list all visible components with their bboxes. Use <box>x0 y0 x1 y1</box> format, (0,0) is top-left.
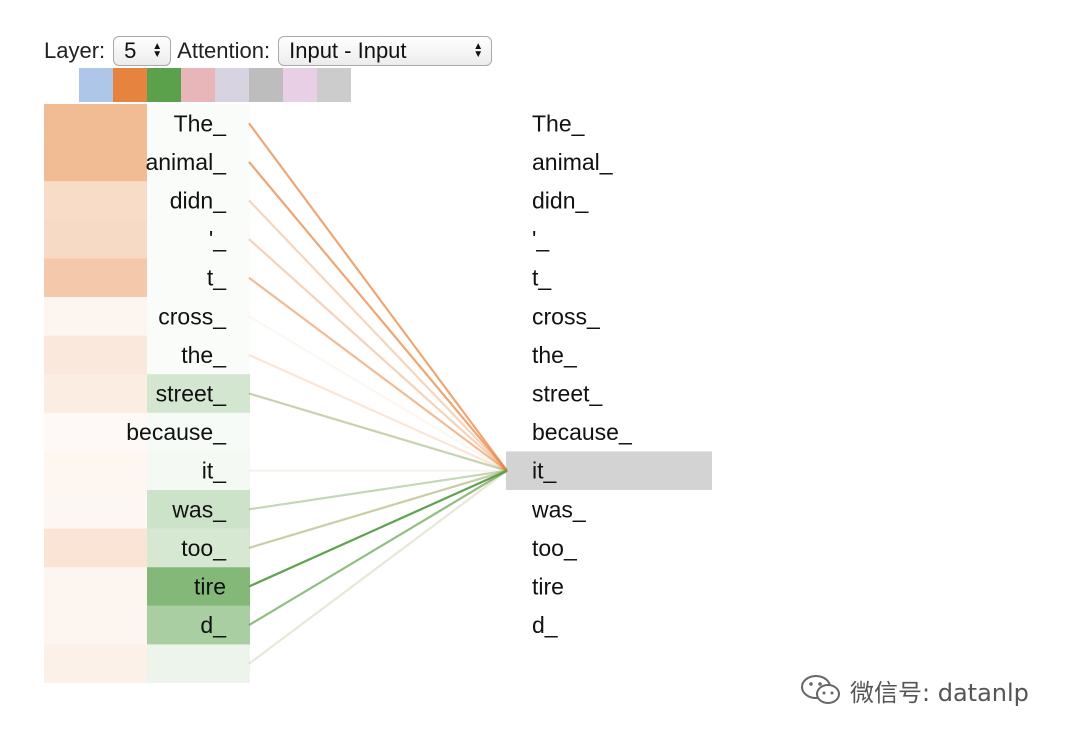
attention-block <box>147 220 250 259</box>
selected-token-highlight <box>506 451 712 490</box>
left-attention-blocks <box>44 104 250 683</box>
left-token[interactable]: was_ <box>171 496 227 522</box>
watermark-text: 微信号: datanlp <box>850 678 1029 707</box>
attention-block <box>44 567 147 606</box>
left-token[interactable]: tire <box>194 574 226 600</box>
attention-block <box>147 567 250 606</box>
attention-block <box>147 258 250 297</box>
attention-line <box>248 469 508 665</box>
left-token[interactable]: too_ <box>181 535 227 561</box>
attention-block <box>147 528 250 568</box>
attention-label: Attention: <box>177 38 271 63</box>
left-token-column: The_ animal_ didn_ '_ t_ cross_ the_ street_bec… <box>126 110 227 638</box>
left-token[interactable]: the_ <box>181 342 227 368</box>
attention-line <box>248 392 508 472</box>
attention-block <box>44 605 147 645</box>
left-token[interactable]: street_ <box>156 381 228 407</box>
watermark: 微信号: datanlp <box>800 672 1029 708</box>
left-token[interactable]: because_ <box>126 419 227 445</box>
updown-arrows-icon: ▲▼ <box>473 41 484 60</box>
left-token[interactable]: d_ <box>200 612 227 638</box>
attention-block <box>44 104 147 143</box>
head-swatch-0[interactable] <box>79 68 113 102</box>
layer-select[interactable]: 5 ▲▼ <box>113 36 172 66</box>
left-token[interactable]: didn_ <box>170 188 227 214</box>
left-token[interactable]: cross_ <box>158 303 227 329</box>
wechat-icon <box>801 675 840 704</box>
right-token[interactable]: street_ <box>532 381 604 407</box>
attention-block <box>147 605 250 645</box>
attention-line <box>248 315 508 472</box>
attention-block <box>44 451 147 490</box>
right-token[interactable]: because_ <box>532 419 633 445</box>
left-token[interactable]: t_ <box>207 265 227 291</box>
right-token-column: The_ animal_ didn_ '_ t_ cross_ the_ street_bec… <box>531 110 633 638</box>
attention-block <box>44 374 147 413</box>
right-token[interactable]: The_ <box>532 110 586 136</box>
attention-line <box>248 353 508 472</box>
right-token[interactable]: '_ <box>532 226 550 252</box>
attention-line <box>248 469 508 511</box>
head-swatch-6[interactable] <box>283 68 317 102</box>
attention-block <box>147 451 250 490</box>
attention-line <box>248 469 508 549</box>
head-swatch-5[interactable] <box>249 68 283 102</box>
right-token[interactable]: too_ <box>532 535 578 561</box>
attention-block <box>147 644 250 683</box>
attention-value: Input - Input <box>289 38 407 63</box>
attention-line <box>248 392 508 472</box>
right-token[interactable]: didn_ <box>532 188 589 214</box>
attention-block <box>44 142 147 182</box>
selected-token-highlight-group <box>506 451 712 490</box>
right-token[interactable]: cross_ <box>532 303 601 329</box>
attention-line <box>248 469 508 549</box>
attention-block <box>44 335 147 375</box>
attention-block <box>44 412 147 452</box>
attention-block <box>44 490 147 529</box>
attention-line <box>248 276 508 472</box>
attention-block <box>44 181 147 220</box>
attention-select[interactable]: Input - Input ▲▼ <box>278 36 493 66</box>
attention-line <box>248 469 508 511</box>
attention-line <box>248 122 508 472</box>
attention-block <box>147 490 250 529</box>
left-token[interactable]: The_ <box>174 110 228 136</box>
head-swatch-3[interactable] <box>181 68 215 102</box>
attention-line <box>248 469 508 588</box>
attention-block <box>147 412 250 452</box>
attention-line <box>248 161 508 472</box>
head-swatch-1[interactable] <box>113 68 147 102</box>
head-swatch-2[interactable] <box>147 68 181 102</box>
right-token[interactable]: was_ <box>531 496 587 522</box>
head-color-swatches <box>79 68 351 102</box>
left-token[interactable]: it_ <box>202 458 228 484</box>
attention-line <box>248 469 508 627</box>
attention-block <box>44 644 147 683</box>
right-token[interactable]: t_ <box>532 265 552 291</box>
right-token[interactable]: it_ <box>532 458 558 484</box>
layer-value: 5 <box>124 38 137 63</box>
right-token[interactable]: tire <box>532 574 564 600</box>
right-token[interactable]: animal_ <box>532 149 614 175</box>
left-token[interactable]: '_ <box>209 226 227 252</box>
layer-label: Layer: <box>44 38 106 63</box>
attention-lines <box>248 122 508 665</box>
head-swatch-7[interactable] <box>317 68 351 102</box>
attention-line <box>248 238 508 472</box>
attention-block <box>44 528 147 568</box>
attention-block <box>44 219 147 259</box>
controls-bar: Layer: 5 ▲▼ Attention: Input - Input ▲▼ <box>44 34 498 68</box>
updown-arrows-icon: ▲▼ <box>152 41 163 60</box>
attention-block <box>44 297 147 336</box>
head-swatch-4[interactable] <box>215 68 249 102</box>
attention-line <box>248 469 508 665</box>
attention-line <box>248 199 508 472</box>
right-token[interactable]: the_ <box>532 342 578 368</box>
left-token[interactable]: animal_ <box>145 149 227 175</box>
attention-block <box>147 374 250 413</box>
attention-block <box>44 258 147 297</box>
right-token[interactable]: d_ <box>532 612 559 638</box>
